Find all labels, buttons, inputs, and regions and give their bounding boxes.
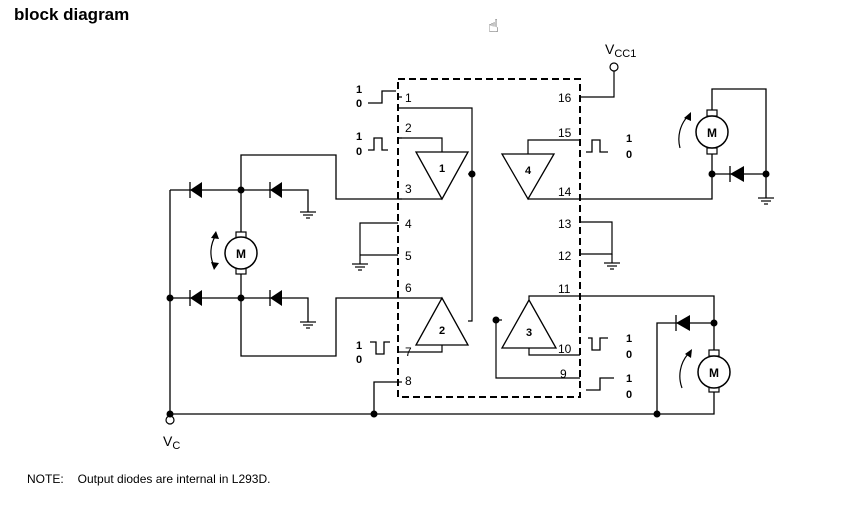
svg-text:0: 0 (356, 98, 362, 110)
pin-label: 15 (558, 126, 572, 140)
pin-label: 7 (405, 345, 412, 359)
logic-pulse-pin15: 1 0 (586, 133, 632, 161)
top-right-motor-circuit (580, 88, 774, 205)
vcc1-label: VCC1 (605, 41, 636, 60)
ground-icon (604, 254, 620, 270)
diagram-title: block diagram (14, 5, 130, 24)
logic-step-pin9: 1 0 (586, 373, 632, 401)
svg-text:1: 1 (626, 373, 632, 385)
pin-label: 6 (405, 281, 412, 295)
pin-label: 13 (558, 217, 572, 231)
svg-text:1: 1 (356, 84, 362, 96)
logic-pulse-pin7: 1 0 (356, 340, 390, 366)
ground-icon (352, 255, 368, 271)
top-right-motor-label: M (707, 126, 717, 140)
note-label: NOTE: (27, 472, 64, 486)
ic-package (397, 78, 581, 398)
logic-step-pin1: 1 0 (356, 84, 396, 110)
hand-cursor-icon: ☝ (488, 16, 499, 37)
driver-2-triangle (414, 296, 470, 346)
svg-text:0: 0 (626, 349, 632, 361)
svg-text:0: 0 (626, 389, 632, 401)
svg-text:1: 1 (356, 131, 362, 143)
driver-label: 3 (526, 327, 532, 339)
bottom-right-motor-circuit (580, 295, 731, 414)
driver-label: 4 (525, 165, 532, 177)
vc-bus (169, 190, 715, 415)
pin-label: 2 (405, 121, 412, 135)
svg-text:0: 0 (356, 354, 362, 366)
driver-label: 2 (439, 325, 445, 337)
pin-label: 3 (405, 182, 412, 196)
svg-text:0: 0 (356, 146, 362, 158)
junction (468, 170, 476, 178)
svg-text:1: 1 (356, 340, 362, 352)
logic-pulse-pin2: 1 0 (356, 131, 388, 158)
pin-ticks (398, 96, 402, 383)
pin-label: 12 (558, 249, 572, 263)
svg-text:1: 1 (626, 333, 632, 345)
pin-labels: 1 2 3 4 5 6 7 8 9 10 11 12 13 14 15 16 (405, 91, 572, 388)
pin-label: 5 (405, 249, 412, 263)
junction (492, 316, 500, 324)
pin-label: 8 (405, 374, 412, 388)
pin-label: 4 (405, 217, 412, 231)
pin-label: 16 (558, 91, 572, 105)
driver-labels: 1 2 3 4 (439, 163, 532, 339)
internal-wiring (359, 68, 615, 379)
driver-1-triangle (414, 151, 470, 201)
pin-label: 10 (558, 342, 572, 356)
pin-label: 1 (405, 91, 412, 105)
vcc1-terminal (609, 62, 619, 72)
pin-label: 11 (558, 282, 571, 296)
driver-3-triangle (500, 298, 558, 349)
left-motor-label: M (236, 247, 246, 261)
vc-label: VC (163, 433, 180, 452)
pin-label: 14 (558, 185, 572, 199)
footnote: NOTE: Output diodes are internal in L293D… (27, 472, 270, 486)
bottom-right-motor-label: M (709, 366, 719, 380)
note-text: Output diodes are internal in L293D. (77, 472, 271, 486)
left-motor-circuit (170, 154, 398, 357)
logic-pulse-pin10: 1 0 (588, 333, 632, 361)
svg-text:0: 0 (626, 149, 632, 161)
svg-text:1: 1 (626, 133, 632, 145)
pin-label: 9 (560, 367, 567, 381)
driver-label: 1 (439, 163, 445, 175)
